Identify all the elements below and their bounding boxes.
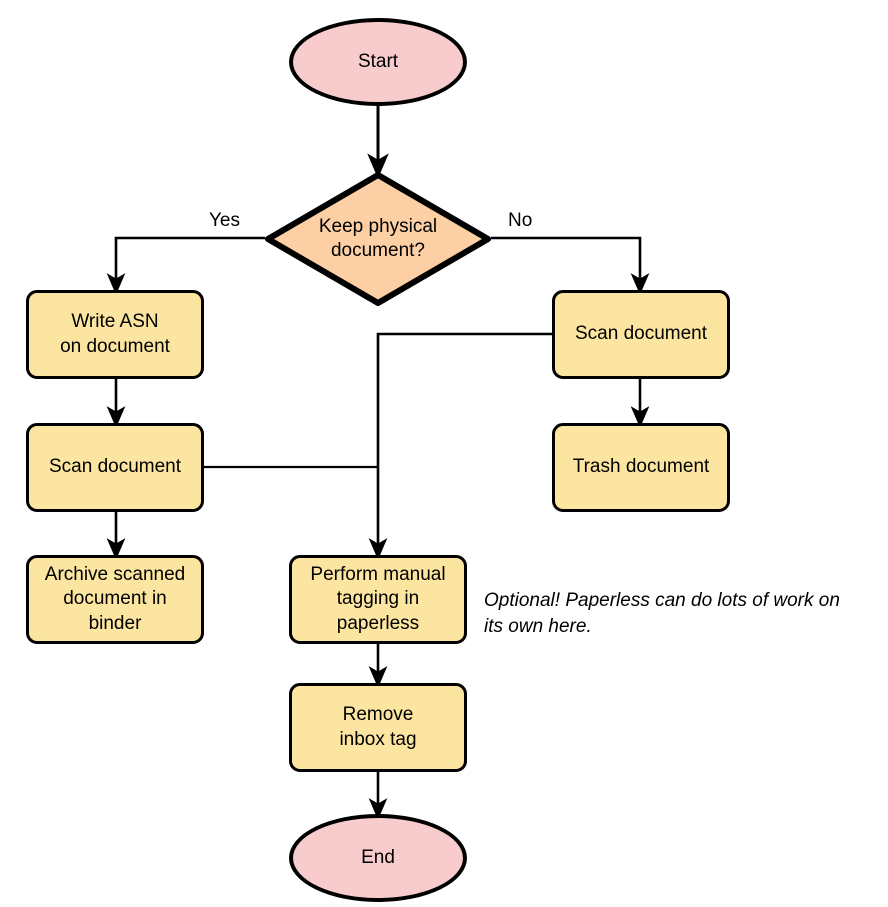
node-start-label: Start xyxy=(357,50,399,72)
diamond-shape-icon xyxy=(265,172,491,306)
node-scan-document-right-label: Scan document xyxy=(574,323,708,345)
edge-scan-right-to-tagging xyxy=(368,332,552,560)
node-decision-label: Keep physical document? xyxy=(318,215,438,261)
edge-decision-to-write-asn xyxy=(106,236,265,295)
annotation-optional-note: Optional! Paperless can do lots of work … xyxy=(484,590,840,637)
edge-decision-to-scan-right xyxy=(491,236,650,295)
node-end-label: End xyxy=(361,846,395,868)
node-scan-document-left-label: Scan document xyxy=(48,456,182,478)
node-tagging-label: Perform manual tagging in paperless xyxy=(310,564,446,634)
node-archive-label: Archive scanned document in binder xyxy=(44,564,186,634)
node-perform-manual-tagging[interactable]: Perform manual tagging in paperless xyxy=(289,555,467,644)
node-end[interactable]: End xyxy=(289,814,467,902)
node-remove-inbox-tag-label: Remove inbox tag xyxy=(339,704,417,750)
node-scan-document-left[interactable]: Scan document xyxy=(26,423,204,512)
node-trash-document[interactable]: Trash document xyxy=(552,423,730,512)
node-write-asn-label: Write ASN on document xyxy=(60,311,170,357)
node-start[interactable]: Start xyxy=(289,18,467,106)
node-trash-document-label: Trash document xyxy=(572,456,710,478)
edge-label-no: No xyxy=(508,210,533,231)
node-write-asn-on-document[interactable]: Write ASN on document xyxy=(26,290,204,379)
edge-label-yes: Yes xyxy=(209,210,240,231)
node-remove-inbox-tag[interactable]: Remove inbox tag xyxy=(289,683,467,772)
node-scan-document-right[interactable]: Scan document xyxy=(552,290,730,379)
node-archive-scanned-document[interactable]: Archive scanned document in binder xyxy=(26,555,204,644)
node-decision-keep-physical-document[interactable]: Keep physical document? xyxy=(265,172,491,306)
